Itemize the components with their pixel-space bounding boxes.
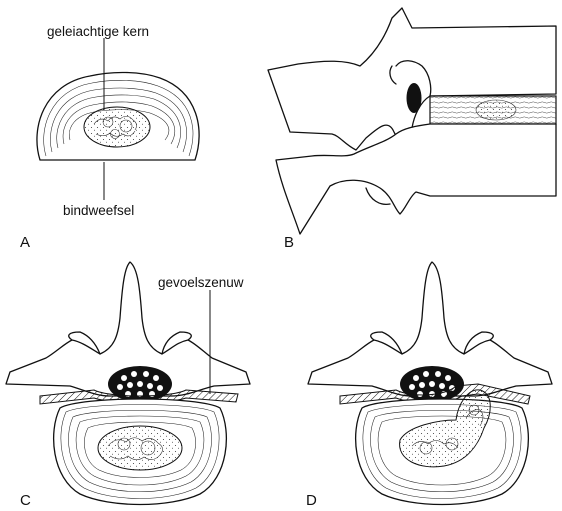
intervertebral-foramen xyxy=(407,83,422,113)
panel-label-c: C xyxy=(20,492,31,509)
panel-label-b: B xyxy=(284,234,294,251)
lower-vertebra xyxy=(276,124,556,234)
panel-c-axial-normal: gevoelszenuw C xyxy=(6,262,250,509)
nucleus-c xyxy=(98,426,182,470)
panel-d-axial-herniated: D xyxy=(306,262,552,509)
label-nerve: gevoelszenuw xyxy=(158,275,244,290)
panel-label-d: D xyxy=(306,492,317,509)
panel-b-lateral-spine: B xyxy=(268,8,556,251)
label-annulus: bindweefsel xyxy=(63,203,134,218)
nucleus-pulposus xyxy=(84,107,150,147)
panel-a-disc: geleiachtige kern bindweefsel A xyxy=(20,24,199,251)
label-nucleus: geleiachtige kern xyxy=(47,24,149,39)
panel-label-a: A xyxy=(20,234,30,251)
